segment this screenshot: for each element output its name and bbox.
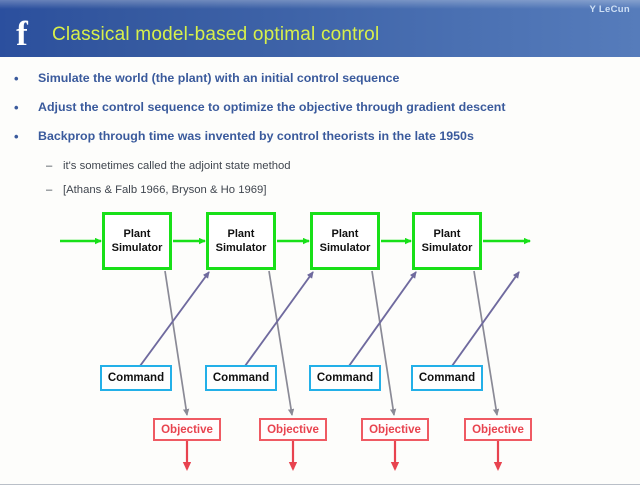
objective-node[interactable]: Objective <box>259 418 327 441</box>
objective-output-arrows <box>182 441 503 471</box>
bullet-marker-1: • <box>14 100 19 115</box>
plant-to-objective-arrows <box>164 270 500 416</box>
page-title: Classical model-based optimal control <box>52 24 380 45</box>
subbullet-marker-0: – <box>46 160 53 172</box>
subbullet-text-0: it's sometimes called the adjoint state … <box>63 160 291 172</box>
bullet-text-1: Adjust the control sequence to optimize … <box>38 100 506 114</box>
objective-node[interactable]: Objective <box>464 418 532 441</box>
objective-node[interactable]: Objective <box>361 418 429 441</box>
command-to-plant-arrows <box>139 271 520 367</box>
bullet-marker-2: • <box>14 129 19 144</box>
slide-header: Y LeCun f Classical model-based optimal … <box>0 0 640 57</box>
command-node[interactable]: Command <box>309 365 381 391</box>
subbullet-marker-1: – <box>46 184 53 196</box>
command-node[interactable]: Command <box>205 365 277 391</box>
subbullet-text-1: [Athans & Falb 1966, Bryson & Ho 1969] <box>63 184 267 196</box>
objective-node[interactable]: Objective <box>153 418 221 441</box>
author-label: Y LeCun <box>589 4 630 15</box>
facebook-f-icon: f <box>16 14 28 53</box>
command-node[interactable]: Command <box>100 365 172 391</box>
bullet-text-0: Simulate the world (the plant) with an i… <box>38 71 400 85</box>
bullet-text-2: Backprop through time was invented by co… <box>38 129 474 143</box>
command-node[interactable]: Command <box>411 365 483 391</box>
bullet-marker-0: • <box>14 71 19 86</box>
header-gloss <box>0 0 640 9</box>
